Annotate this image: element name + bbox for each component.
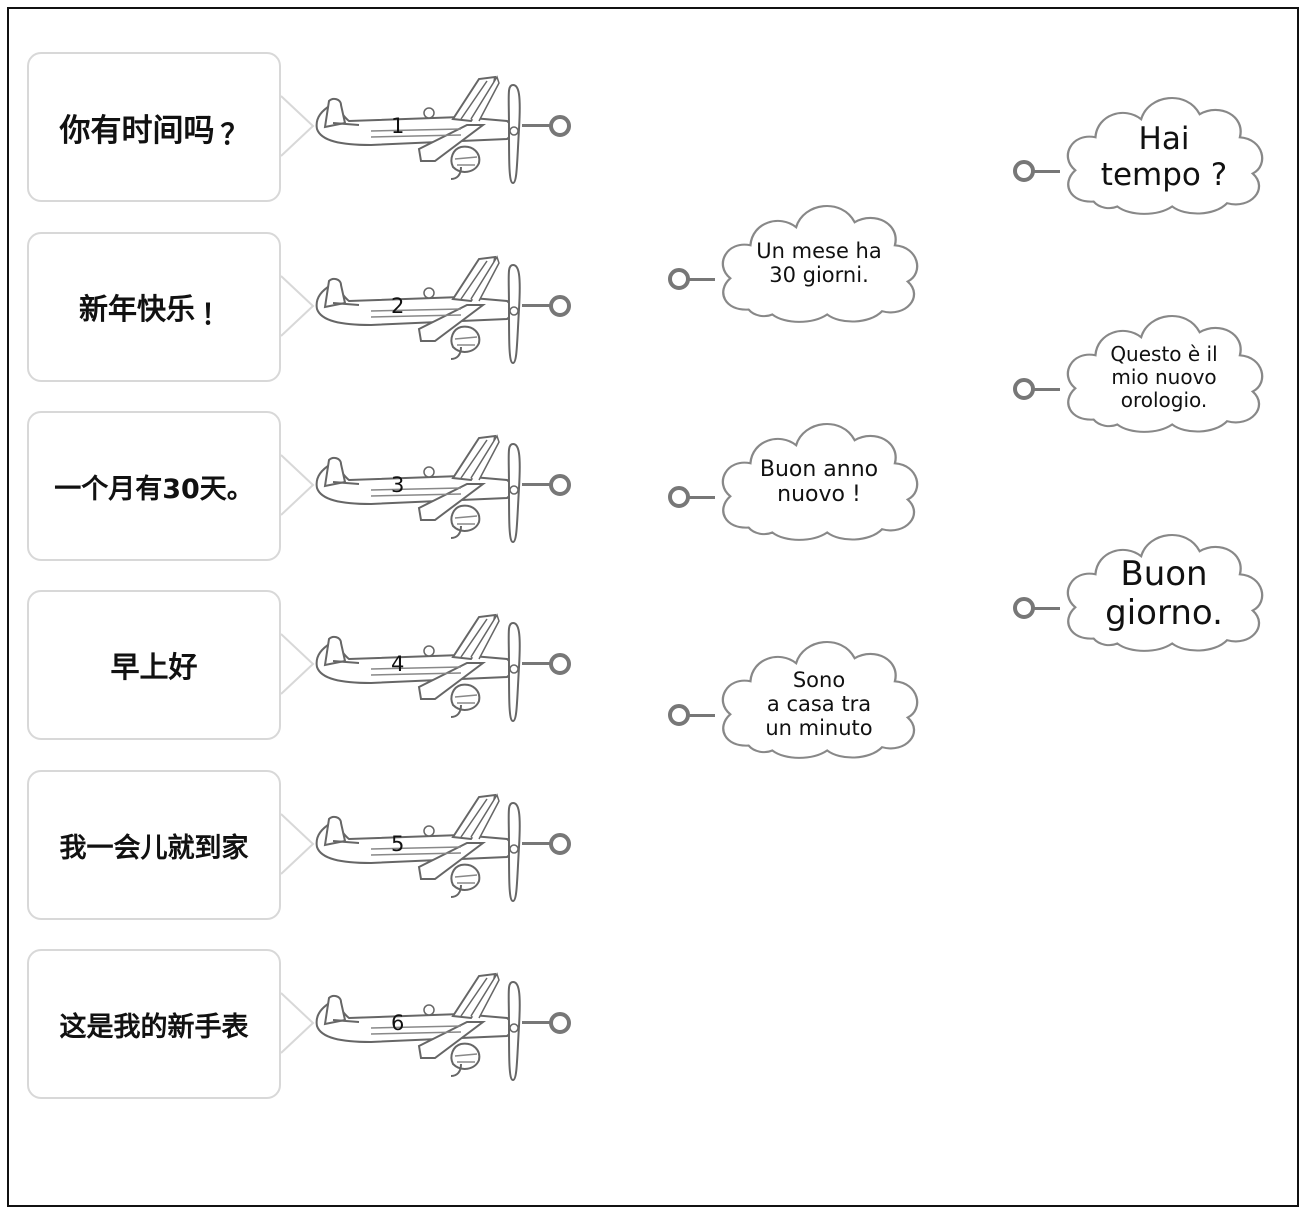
prompt-connector-port[interactable] <box>549 653 571 675</box>
connector-line <box>1034 388 1060 391</box>
connector-line <box>522 304 550 307</box>
prompt-card-2[interactable]: 新年快乐！ <box>27 232 281 382</box>
prompt-card-4[interactable]: 早上好 <box>27 590 281 740</box>
answer-line: nuovo ! <box>777 482 861 507</box>
answer-line: un minuto <box>765 716 873 741</box>
prompt-number: 1 <box>391 114 405 138</box>
connector-line <box>689 714 715 717</box>
airplane-icon <box>315 435 521 543</box>
connector-line <box>522 483 550 486</box>
answer-connector-port[interactable] <box>668 486 690 508</box>
prompt-text: 我一会儿就到家 <box>59 832 249 864</box>
prompt-number: 5 <box>391 832 405 856</box>
prompt-punctuation: ！ <box>201 298 230 331</box>
connector-line <box>689 496 715 499</box>
prompt-text: 早上好 <box>110 650 198 684</box>
prompt-connector-port[interactable] <box>549 295 571 317</box>
prompt-text: 一个月有30天。 <box>54 473 254 505</box>
card-pointer <box>280 454 315 516</box>
answer-line: tempo ? <box>1100 157 1228 193</box>
answer-line: 30 giorni. <box>769 263 869 287</box>
airplane-icon <box>315 76 521 184</box>
answer-line: orologio. <box>1120 387 1208 412</box>
connector-line <box>522 662 550 665</box>
answer-connector-port[interactable] <box>1013 597 1035 619</box>
airplane-icon <box>315 794 521 902</box>
prompt-card-3[interactable]: 一个月有30天。 <box>27 411 281 561</box>
prompt-punctuation: ？ <box>220 118 249 151</box>
prompt-number: 6 <box>391 1011 405 1035</box>
airplane-icon <box>315 973 521 1081</box>
answer-line: Buon anno <box>759 456 879 482</box>
connector-line <box>1034 607 1060 610</box>
answer-connector-port[interactable] <box>668 268 690 290</box>
connector-line <box>522 1021 550 1024</box>
connector-line <box>522 842 550 845</box>
prompt-card-5[interactable]: 我一会儿就到家 <box>27 770 281 920</box>
answer-connector-port[interactable] <box>1013 160 1035 182</box>
answer-line: mio nuovo <box>1111 364 1217 389</box>
airplane-icon <box>315 614 521 722</box>
connector-line <box>522 124 550 127</box>
card-pointer <box>280 275 315 337</box>
prompt-connector-port[interactable] <box>549 115 571 137</box>
card-pointer <box>280 633 315 695</box>
answer-line: Un mese ha <box>756 238 882 263</box>
prompt-connector-port[interactable] <box>549 833 571 855</box>
card-pointer <box>280 95 315 157</box>
answer-line: Buon <box>1120 553 1208 594</box>
airplane-icon <box>315 256 521 364</box>
answer-line: Sono <box>792 667 846 692</box>
prompt-card-1[interactable]: 你有时间吗？ <box>27 52 281 202</box>
prompt-connector-port[interactable] <box>549 1012 571 1034</box>
card-pointer <box>280 813 315 875</box>
connector-line <box>689 278 715 281</box>
prompt-text: 这是我的新手表 <box>59 1011 249 1043</box>
prompt-card-6[interactable]: 这是我的新手表 <box>27 949 281 1099</box>
answer-connector-port[interactable] <box>668 704 690 726</box>
prompt-text: 你有时间吗 <box>59 112 215 149</box>
prompt-number: 2 <box>391 294 405 318</box>
answer-line: Questo è il <box>1110 341 1218 366</box>
card-pointer <box>280 992 315 1054</box>
answer-line: Hai <box>1138 121 1190 158</box>
answer-line: a casa tra <box>766 691 872 716</box>
answer-line: giorno. <box>1105 593 1223 633</box>
connector-line <box>1034 170 1060 173</box>
prompt-number: 3 <box>391 473 405 497</box>
prompt-connector-port[interactable] <box>549 474 571 496</box>
prompt-text: 新年快乐 <box>78 292 195 326</box>
prompt-number: 4 <box>391 652 405 676</box>
answer-connector-port[interactable] <box>1013 378 1035 400</box>
